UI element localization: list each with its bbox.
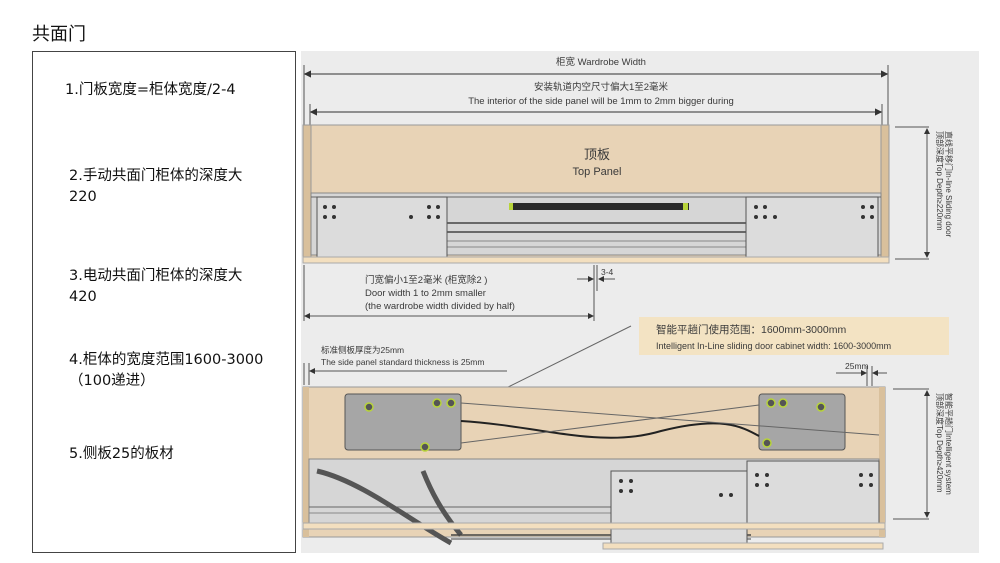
mount-hole (629, 489, 633, 493)
mount-hole (427, 215, 431, 219)
door-width-en2: (the wardrobe width divided by half) (365, 301, 515, 312)
carriage-holes (323, 205, 874, 219)
bottom-cabinet (302, 386, 886, 550)
pulley-icon (420, 442, 430, 452)
diagram-svg: 柜宽 Wardrobe Width 安装轨道内空尺寸偏大1至2毫米 The in… (302, 56, 954, 550)
sliding-door-diagram: 柜宽 Wardrobe Width 安装轨道内空尺寸偏大1至2毫米 The in… (301, 51, 979, 553)
mount-hole (323, 215, 327, 219)
note-manual-depth: 2.手动共面门柜体的深度大220 (69, 168, 243, 205)
side-panel-dimension: 标准侧板厚度为25mm The side panel standard thic… (303, 345, 887, 386)
mount-hole (765, 473, 769, 477)
wardrobe-width-dimension: 柜宽 Wardrobe Width (303, 56, 889, 131)
mount-hole (861, 205, 865, 209)
mount-hole (755, 483, 759, 487)
pulley-icon (432, 398, 442, 408)
top-depth-cn: 顶部深度Top Depth≥220mm (935, 131, 945, 231)
front-carriage (610, 470, 748, 544)
pulley-icon (766, 398, 776, 408)
mount-hole (436, 215, 440, 219)
mount-hole (755, 473, 759, 477)
left-carriage (316, 196, 448, 258)
mount-hole (436, 205, 440, 209)
interior-cn-label: 安装轨道内空尺寸偏大1至2毫米 (534, 81, 669, 93)
bottom-depth-dimension: 顶部深度Top Depth≥420mm 智能平趟门Intelligent sys… (893, 388, 954, 520)
mount-hole (754, 205, 758, 209)
left-motor-box (344, 393, 462, 451)
mount-hole (619, 489, 623, 493)
wardrobe-width-label: 柜宽 Wardrobe Width (556, 56, 646, 68)
mount-hole (763, 215, 767, 219)
pulley-icon (762, 438, 772, 448)
callout-en: Intelligent In-Line sliding door cabinet… (656, 341, 891, 351)
door-width-cn: 门宽偏小1至2毫米 (柜宽除2 ) (365, 274, 487, 286)
side-panel-cn: 标准侧板厚度为25mm (321, 345, 404, 355)
top-depth-dimension: 顶部深度Top Depth≥220mm 直线平移门In-line Sliding… (895, 126, 954, 260)
mount-hole (619, 479, 623, 483)
pulley-icon (446, 398, 456, 408)
pulley-icon (778, 398, 788, 408)
motor-pulleys (364, 398, 873, 497)
note-width-range: 4.柜体的宽度范围1600-3000（100递进） (69, 352, 264, 389)
pulley-icon (816, 402, 826, 412)
bottom-depth-cn: 顶部深度Top Depth≥420mm (935, 393, 945, 493)
mount-hole (859, 473, 863, 477)
pulley-icon (364, 402, 374, 412)
mount-hole (763, 205, 767, 209)
side-thickness-label: 25mm (845, 361, 869, 371)
mount-hole (332, 205, 336, 209)
notes-box: 1.门板宽度=柜体宽度/2-4 2.手动共面门柜体的深度大220 3.电动共面门… (32, 51, 296, 553)
page-title: 共面门 (32, 24, 86, 45)
top-panel-en: Top Panel (573, 166, 622, 178)
callout-cn: 智能平趟门使用范围：1600mm-3000mm (656, 323, 846, 336)
mount-hole (861, 215, 865, 219)
mount-hole (773, 215, 777, 219)
note-electric-depth: 3.电动共面门柜体的深度大420 (69, 268, 243, 305)
mount-hole (870, 205, 874, 209)
gap-label: 3-4 (601, 267, 614, 277)
note-side-panel: 5.侧板25的板材 (69, 446, 174, 462)
mount-hole (409, 215, 413, 219)
mount-hole (754, 215, 758, 219)
top-cabinet: 顶板 Top Panel (302, 124, 890, 264)
top-depth-en: 直线平移门In-line Sliding door (944, 131, 954, 238)
mount-hole (323, 205, 327, 209)
mount-hole (859, 483, 863, 487)
mount-hole (629, 479, 633, 483)
right-carriage (745, 196, 879, 258)
mount-hole (332, 215, 336, 219)
side-panel-en: The side panel standard thickness is 25m… (321, 357, 484, 367)
bottom-depth-en: 智能平趟门Intelligent system (944, 393, 954, 495)
mount-hole (870, 215, 874, 219)
mount-hole (427, 205, 431, 209)
mount-hole (729, 493, 733, 497)
note-door-panel-width: 1.门板宽度=柜体宽度/2-4 (65, 82, 236, 98)
mount-hole (869, 473, 873, 477)
top-panel-cn: 顶板 (584, 147, 610, 162)
rear-carriage (746, 460, 880, 524)
door-width-en1: Door width 1 to 2mm smaller (365, 288, 486, 299)
cable (460, 420, 760, 439)
mount-hole (765, 483, 769, 487)
mount-hole (869, 483, 873, 487)
interior-en-label: The interior of the side panel will be 1… (468, 96, 734, 107)
interior-dimension: 安装轨道内空尺寸偏大1至2毫米 The interior of the side… (309, 81, 883, 131)
door-width-dimension: 3-4 门宽偏小1至2毫米 (柜宽除2 ) Door width 1 to 2m… (303, 265, 615, 321)
mount-hole (719, 493, 723, 497)
